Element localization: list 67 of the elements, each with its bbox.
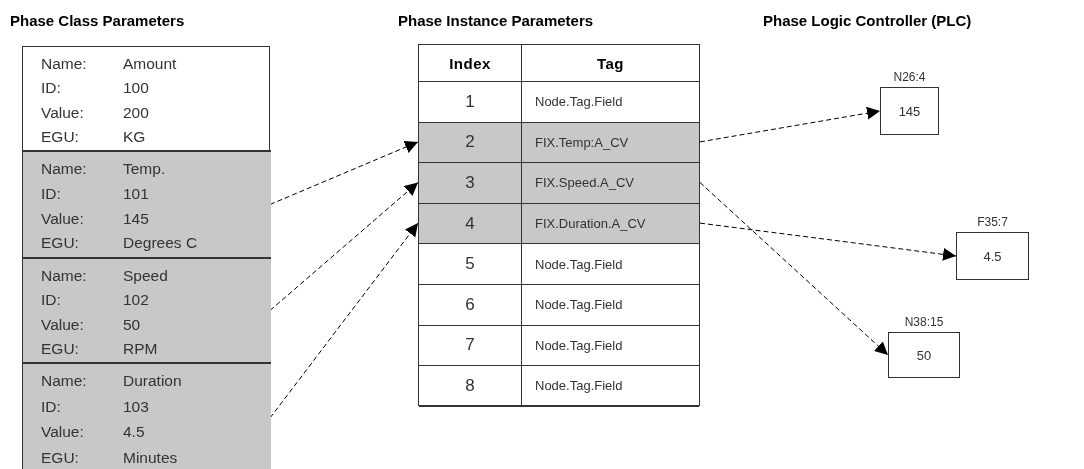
field-value: 103 xyxy=(123,396,150,417)
field-label: Name: xyxy=(41,266,88,286)
field-value: Minutes xyxy=(123,447,179,468)
field-label: Name: xyxy=(41,54,88,74)
field-label: ID: xyxy=(41,396,62,417)
column-header: Index xyxy=(419,45,522,81)
index-cell: 7 xyxy=(419,325,522,366)
register-box: 145 xyxy=(880,87,939,135)
tag-cell-text: Node.Tag.Field xyxy=(534,93,623,112)
field-label: Value: xyxy=(41,208,85,229)
register-box: 50 xyxy=(888,332,960,378)
field-value: Duration xyxy=(123,371,183,391)
register-address: F35:7 xyxy=(976,215,1009,229)
arrow xyxy=(699,182,889,356)
tag-cell-text: Node.Tag.Field xyxy=(534,377,623,396)
arrow xyxy=(699,106,881,143)
field-value: RPM xyxy=(123,338,159,359)
field-value: 50 xyxy=(123,314,142,335)
column-header: Tag xyxy=(595,53,626,74)
field-value: Degrees C xyxy=(123,233,199,254)
arrow xyxy=(699,222,957,261)
field-label: ID: xyxy=(41,290,62,311)
field-value: 200 xyxy=(123,102,150,123)
parameter-card xyxy=(23,259,271,364)
field-value: Amount xyxy=(123,54,178,74)
tag-cell-text: FIX.Duration.A_CV xyxy=(534,215,646,234)
index-cell: 5 xyxy=(419,244,522,284)
field-label: Name: xyxy=(41,159,88,179)
field-value: 145 xyxy=(123,208,150,229)
field-value: Temp. xyxy=(123,159,167,179)
field-label: Value: xyxy=(41,102,85,123)
field-value: Speed xyxy=(123,266,169,286)
parameter-table xyxy=(418,44,700,406)
tag-cell-text: Node.Tag.Field xyxy=(534,336,623,355)
tag-cell-text: FIX.Temp:A_CV xyxy=(534,133,629,152)
index-cell: 3 xyxy=(419,163,522,203)
field-label: ID: xyxy=(41,78,62,99)
index-cell: 6 xyxy=(419,285,522,325)
field-value: 100 xyxy=(123,78,150,99)
index-cell: 8 xyxy=(419,366,522,406)
tag-cell-text: Node.Tag.Field xyxy=(534,296,623,315)
field-value: KG xyxy=(123,126,147,147)
field-label: Value: xyxy=(41,314,85,335)
index-cell: 4 xyxy=(419,203,522,244)
tag-cell-text: Node.Tag.Field xyxy=(534,255,623,274)
field-label: EGU: xyxy=(41,447,80,468)
field-value: 102 xyxy=(123,290,150,311)
table-heading: Phase Instance Parameters xyxy=(398,12,594,29)
index-cell: 1 xyxy=(419,82,522,122)
register-address: N38:15 xyxy=(903,315,945,329)
section-heading: Phase Logic Controller (PLC) xyxy=(763,12,972,29)
field-label: Value: xyxy=(41,422,85,442)
parameter-card xyxy=(23,364,271,469)
field-value: 4.5 xyxy=(123,422,146,442)
field-label: ID: xyxy=(41,183,62,204)
register-address: N26:4 xyxy=(892,70,927,84)
parameter-list-panel xyxy=(22,46,270,469)
field-label: Name: xyxy=(41,371,88,391)
panel-heading: Phase Class Parameters xyxy=(10,12,185,29)
field-label: EGU: xyxy=(41,338,80,359)
index-cell: 2 xyxy=(419,122,522,163)
field-label: EGU: xyxy=(41,233,80,254)
field-value: 101 xyxy=(123,183,150,204)
register-box: 4.5 xyxy=(956,232,1029,280)
field-label: EGU: xyxy=(41,126,80,147)
parameter-card xyxy=(23,152,271,259)
tag-cell-text: FIX.Speed.A_CV xyxy=(534,174,634,193)
